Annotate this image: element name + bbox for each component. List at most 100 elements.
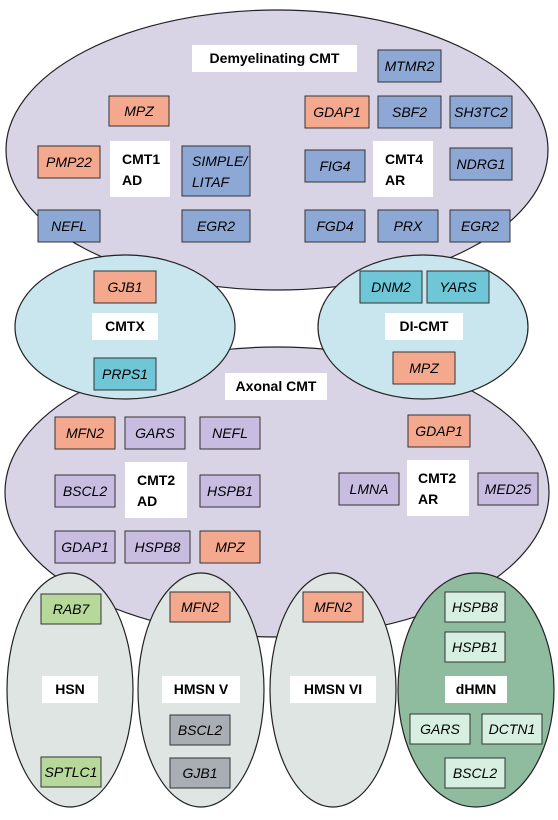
svg-text:BSCL2: BSCL2 (63, 483, 108, 499)
gene-gjb1-cmtx: GJB1 (93, 270, 157, 304)
gene-egr2-ar: EGR2 (449, 209, 511, 243)
svg-text:MPZ: MPZ (124, 103, 154, 119)
gene-nefl-demyelinating: NEFL (37, 209, 101, 243)
svg-text:CMT2: CMT2 (137, 472, 175, 488)
svg-text:DNM2: DNM2 (371, 279, 411, 295)
gene-nefl-axonal: NEFL (199, 416, 261, 450)
svg-text:SH3TC2: SH3TC2 (454, 104, 508, 120)
svg-text:AR: AR (385, 172, 405, 188)
gene-yars: YARS (426, 270, 490, 304)
cmt4-ar-label: CMT4 AR (373, 141, 433, 197)
svg-text:DI-CMT: DI-CMT (400, 318, 449, 334)
svg-text:dHMN: dHMN (456, 681, 496, 697)
svg-text:PRPS1: PRPS1 (102, 366, 148, 382)
svg-text:MFN2: MFN2 (66, 425, 104, 441)
gene-sbf2: SBF2 (377, 95, 442, 129)
gene-gjb1-hmsn-v: GJB1 (169, 757, 231, 789)
gene-ndrg1: NDRG1 (449, 147, 513, 181)
gene-gars-axonal: GARS (124, 416, 186, 450)
gene-rab7: RAB7 (40, 593, 102, 625)
svg-text:HSPB8: HSPB8 (135, 539, 181, 555)
svg-text:GDAP1: GDAP1 (313, 104, 360, 120)
svg-text:RAB7: RAB7 (53, 601, 91, 617)
svg-text:FGD4: FGD4 (316, 218, 354, 234)
gene-mpz-axonal: MPZ (199, 530, 261, 564)
gene-bscl2-hmsn-v: BSCL2 (169, 714, 231, 746)
gene-dctn1: DCTN1 (481, 713, 543, 745)
svg-text:HSPB1: HSPB1 (452, 639, 498, 655)
svg-text:AR: AR (418, 491, 438, 507)
gene-fgd4: FGD4 (304, 209, 366, 243)
hsn-title: HSN (42, 676, 98, 703)
gene-gdap1-ad: GDAP1 (54, 530, 116, 564)
svg-text:GJB1: GJB1 (182, 765, 217, 781)
svg-text:DCTN1: DCTN1 (489, 721, 536, 737)
svg-text:HSPB1: HSPB1 (207, 483, 253, 499)
gene-mfn2-axonal: MFN2 (54, 416, 116, 450)
hmsn-vi-title: HMSN VI (290, 676, 376, 703)
axonal-cmt-title: Axonal CMT (225, 373, 327, 400)
gene-sptlc1: SPTLC1 (40, 756, 102, 788)
gene-hspb1-axonal: HSPB1 (199, 474, 261, 508)
svg-text:HSPB8: HSPB8 (452, 599, 498, 615)
cmtx-title: CMTX (92, 313, 158, 340)
gene-simple-litaf: SIMPLE/ LITAF (181, 145, 251, 197)
cmt2-ad-label: CMT2 AD (125, 462, 187, 518)
demyelinating-cmt-title: Demyelinating CMT (192, 45, 357, 72)
svg-text:EGR2: EGR2 (197, 218, 235, 234)
svg-text:SBF2: SBF2 (392, 104, 427, 120)
gene-bscl2-dhmn: BSCL2 (444, 757, 506, 789)
svg-text:GDAP1: GDAP1 (415, 423, 462, 439)
svg-text:HSN: HSN (55, 681, 85, 697)
svg-text:SPTLC1: SPTLC1 (45, 764, 98, 780)
gene-dnm2: DNM2 (359, 270, 423, 304)
gene-mfn2-hmsn-v: MFN2 (169, 591, 231, 623)
di-cmt-title: DI-CMT (385, 313, 463, 340)
svg-text:CMTX: CMTX (105, 318, 145, 334)
gene-hspb8-dhmn: HSPB8 (444, 591, 506, 623)
svg-text:CMT1: CMT1 (122, 151, 160, 167)
gene-mpz-di-cmt: MPZ (392, 351, 456, 385)
svg-text:GJB1: GJB1 (107, 279, 142, 295)
svg-text:HMSN VI: HMSN VI (304, 681, 362, 697)
svg-text:Axonal CMT: Axonal CMT (236, 378, 317, 394)
gene-hspb8-axonal: HSPB8 (124, 530, 191, 564)
svg-text:GDAP1: GDAP1 (61, 539, 108, 555)
svg-text:BSCL2: BSCL2 (453, 765, 498, 781)
svg-text:LMNA: LMNA (350, 481, 389, 497)
gene-prps1: PRPS1 (93, 357, 157, 391)
gene-gdap1-ar: GDAP1 (407, 414, 471, 448)
svg-text:SIMPLE/: SIMPLE/ (192, 153, 249, 169)
svg-text:LITAF: LITAF (192, 174, 231, 190)
gene-hspb1-dhmn: HSPB1 (444, 631, 506, 663)
svg-text:GARS: GARS (420, 721, 460, 737)
gene-mtmr2: MTMR2 (377, 49, 442, 83)
svg-text:Demyelinating CMT: Demyelinating CMT (210, 50, 340, 66)
svg-text:MFN2: MFN2 (181, 599, 219, 615)
svg-text:GARS: GARS (135, 425, 175, 441)
svg-text:NEFL: NEFL (51, 218, 87, 234)
gene-mpz-demyelinating: MPZ (108, 95, 170, 127)
svg-text:MPZ: MPZ (215, 539, 245, 555)
svg-text:BSCL2: BSCL2 (178, 722, 223, 738)
svg-text:NEFL: NEFL (212, 425, 248, 441)
svg-text:NDRG1: NDRG1 (456, 156, 505, 172)
gene-egr2-ad: EGR2 (181, 209, 251, 243)
gene-lmna: LMNA (338, 472, 400, 506)
hmsn-v-title: HMSN V (162, 676, 240, 703)
gene-sh3tc2: SH3TC2 (449, 95, 513, 129)
svg-text:CMT2: CMT2 (418, 470, 456, 486)
gene-prx: PRX (377, 209, 439, 243)
svg-text:EGR2: EGR2 (461, 218, 499, 234)
svg-text:AD: AD (137, 493, 157, 509)
gene-gars-dhmn: GARS (409, 713, 471, 745)
gene-bscl2-axonal: BSCL2 (54, 474, 116, 508)
svg-text:FIG4: FIG4 (319, 158, 350, 174)
svg-text:MED25: MED25 (485, 481, 532, 497)
cmt2-ar-label: CMT2 AR (407, 460, 469, 516)
svg-text:MFN2: MFN2 (314, 599, 352, 615)
svg-text:MPZ: MPZ (409, 360, 439, 376)
svg-text:HMSN V: HMSN V (174, 681, 229, 697)
svg-text:MTMR2: MTMR2 (385, 58, 435, 74)
